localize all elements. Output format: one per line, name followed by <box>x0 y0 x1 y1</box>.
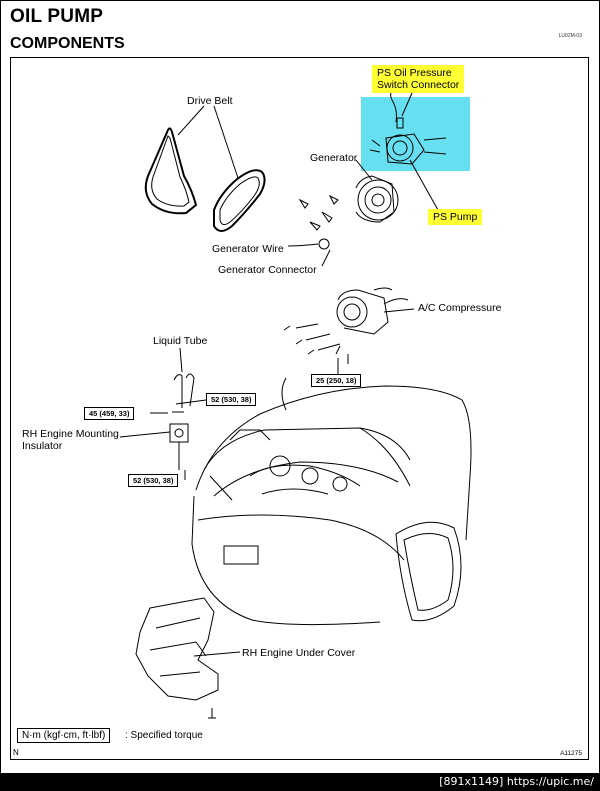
document-code: LU02M-03 <box>558 33 582 39</box>
rh-engine-under-cover-label: RH Engine Under Cover <box>242 647 356 659</box>
ps-pump-drawing <box>369 85 447 211</box>
diagram-frame <box>10 57 589 760</box>
rh-mount-drawing <box>119 347 207 480</box>
vehicle-drawing <box>191 377 472 626</box>
ps-oil-label-line1: PS Oil Pressure <box>377 67 452 79</box>
generator-connector-label: Generator Connector <box>218 264 317 276</box>
figure-number: A11275 <box>560 750 582 757</box>
drive-belt-drawing <box>144 105 266 232</box>
liquid-tube-label: Liquid Tube <box>153 335 208 347</box>
ps-pump-label: PS Pump <box>428 209 483 225</box>
footer-watermark: [891x1149] https://upic.me/ <box>439 775 594 788</box>
torque-spec-ac-compressor: 25 (250, 18) <box>311 374 362 387</box>
generator-label: Generator <box>310 152 358 164</box>
torque-unit-legend: N·m (kgf·cm, ft·lbf) <box>17 728 111 743</box>
ps-oil-label-line2: Switch Connector <box>377 79 460 91</box>
rh-mount-label-line1: RH Engine Mounting <box>22 428 119 440</box>
rh-engine-mounting-insulator-label: RH Engine Mounting Insulator <box>22 428 119 452</box>
drive-belt-label: Drive Belt <box>187 95 233 107</box>
under-cover-drawing <box>135 597 241 719</box>
generator-drawing <box>287 159 399 267</box>
ps-oil-pressure-switch-connector-label: PS Oil Pressure Switch Connector <box>372 65 465 93</box>
corner-mark: N <box>13 748 19 757</box>
ac-compressor-label: A/C Compressure <box>418 302 502 314</box>
page-subtitle: COMPONENTS <box>10 35 125 52</box>
generator-wire-label: Generator Wire <box>212 243 284 255</box>
page-title: OIL PUMP <box>10 6 104 27</box>
torque-spec-mount-upper: 52 (530, 38) <box>206 393 257 406</box>
torque-spec-liquid-tube: 45 (459, 33) <box>84 407 135 420</box>
torque-legend-description: : Specified torque <box>125 730 203 741</box>
ac-compressor-drawing <box>283 287 415 364</box>
ps-pump-highlight-area <box>361 97 470 171</box>
footer-bar: [891x1149] https://upic.me/ <box>0 773 600 791</box>
torque-spec-mount-lower: 52 (530, 38) <box>128 474 179 487</box>
rh-mount-label-line2: Insulator <box>22 440 63 452</box>
